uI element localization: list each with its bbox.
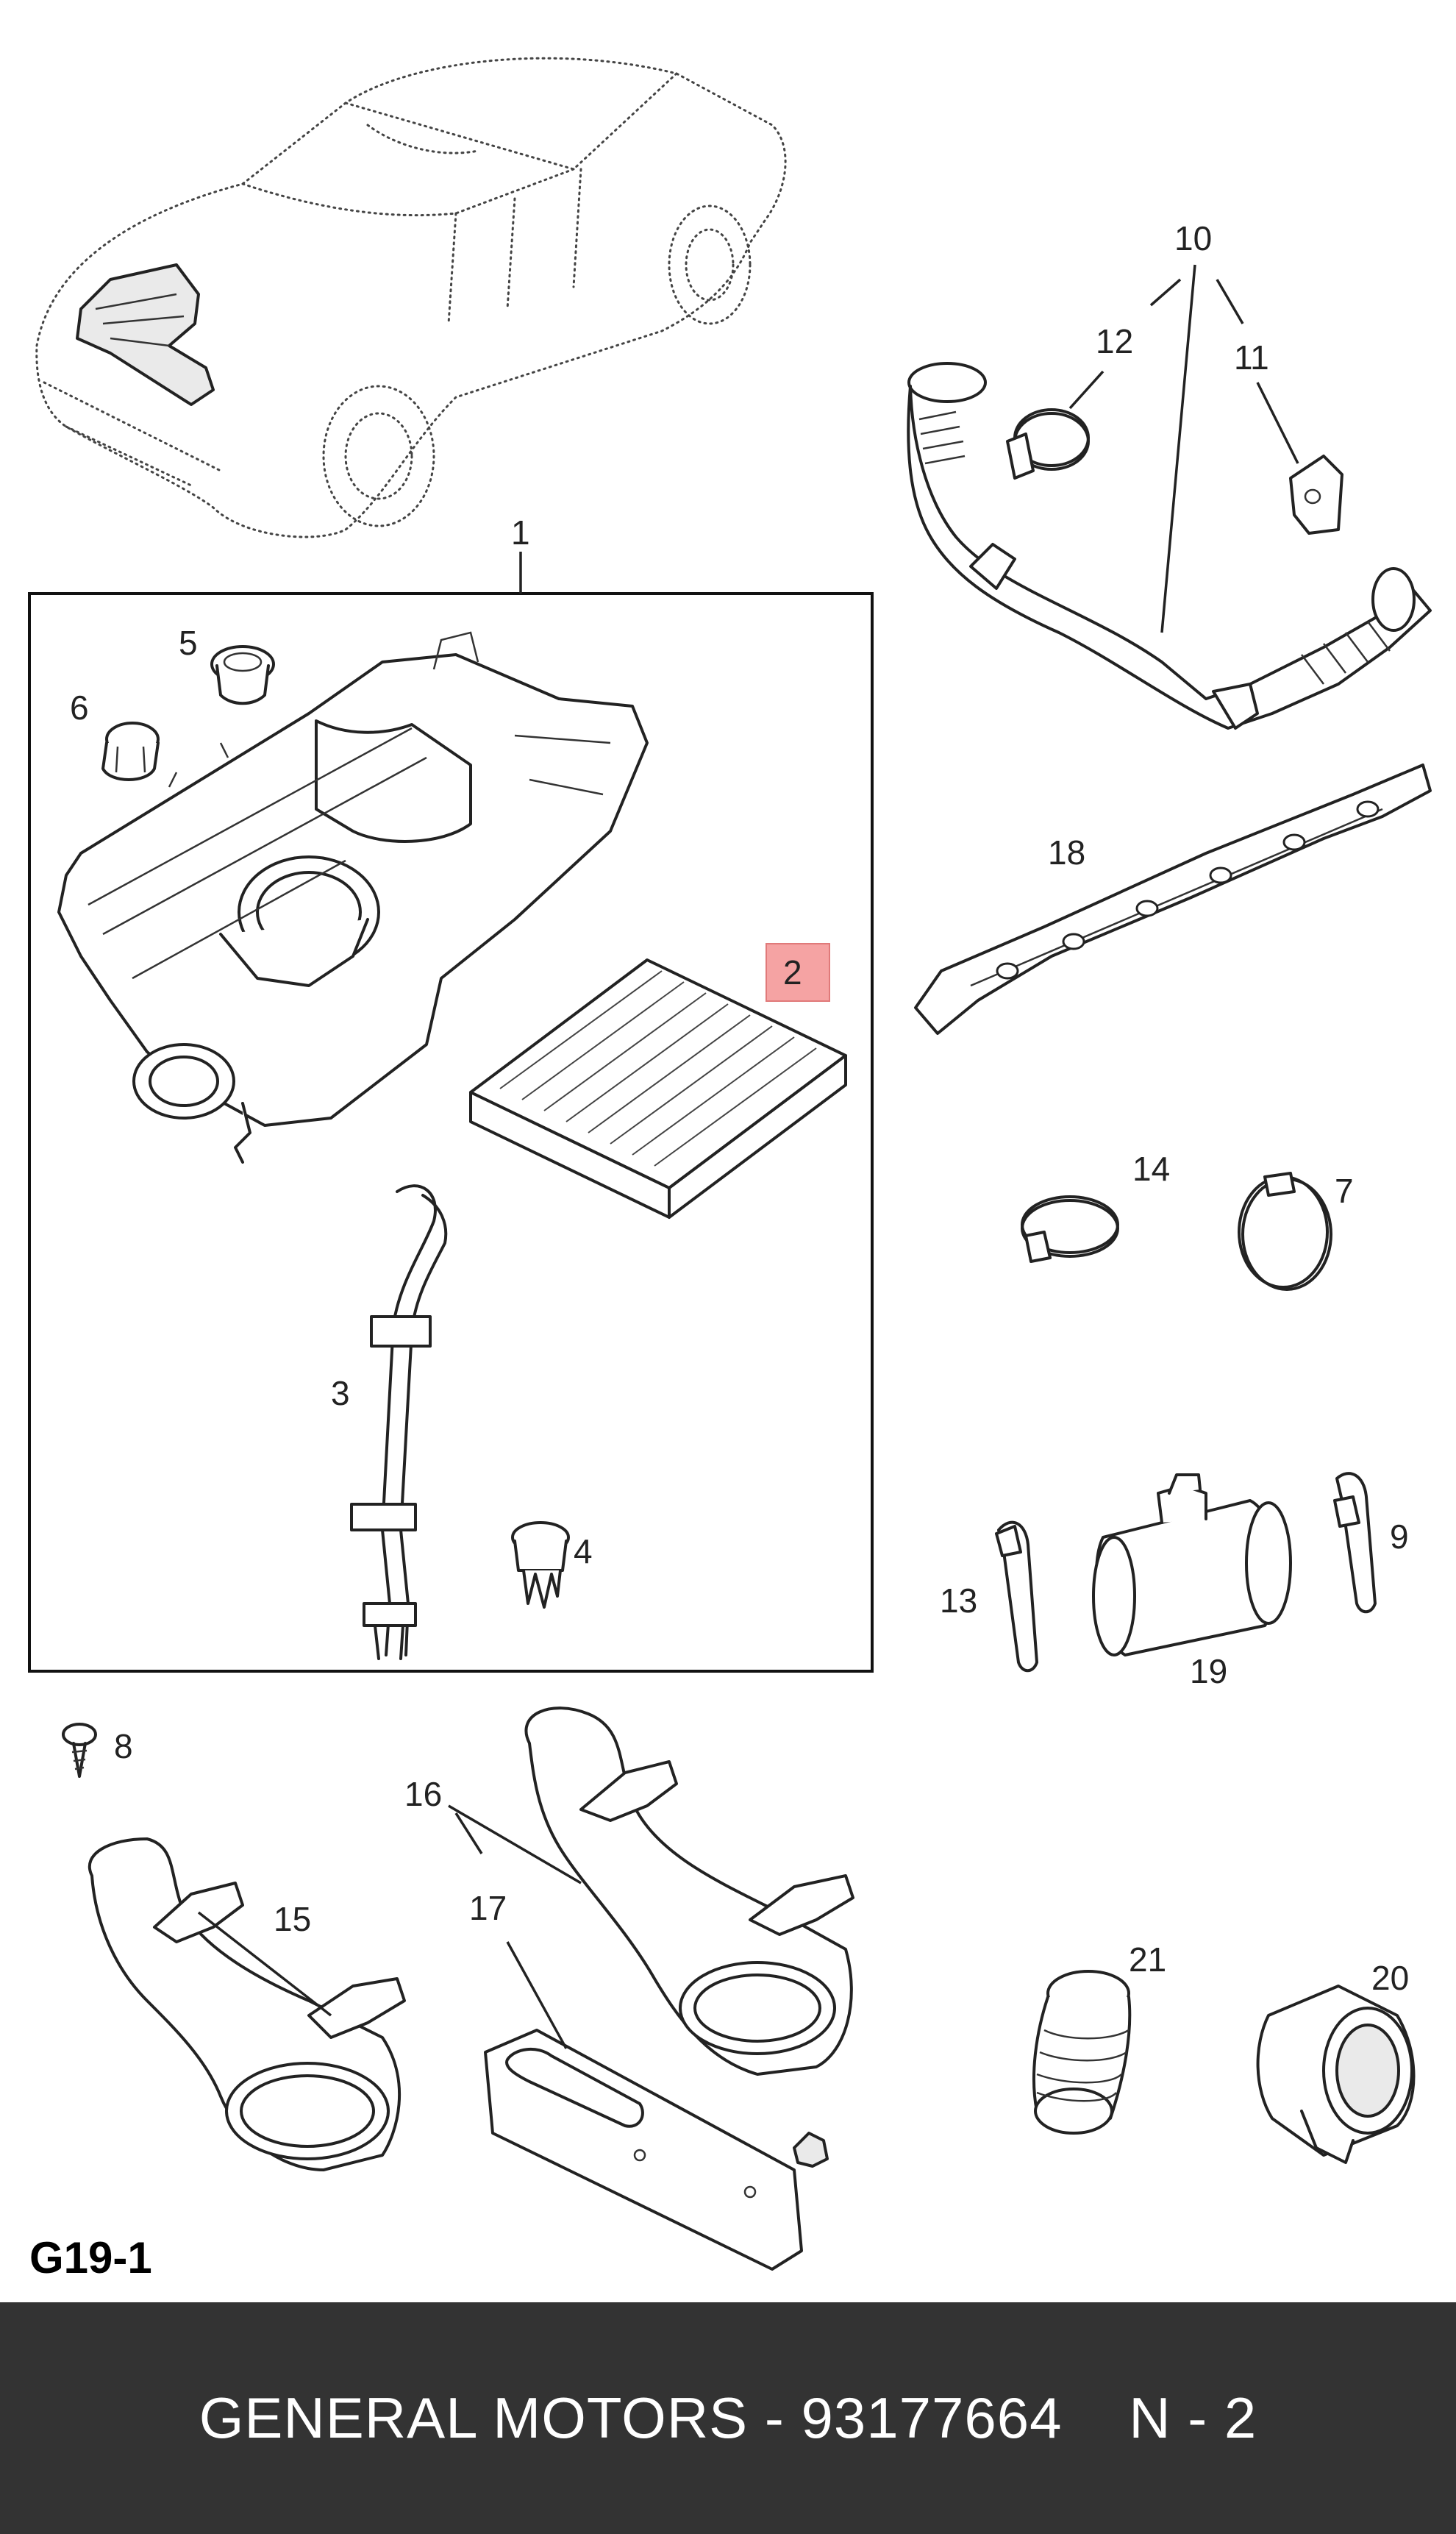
callout-17: 17	[469, 1889, 507, 1927]
airflow-sensor-part-20	[1256, 1985, 1416, 2164]
callout-20: 20	[1371, 1959, 1409, 1997]
screw-part-8	[62, 1723, 97, 1778]
callout-10: 10	[1174, 219, 1212, 257]
band-clamp-part-9	[1333, 1472, 1377, 1614]
fastener-detail	[793, 2132, 829, 2168]
callout-8: 8	[114, 1727, 133, 1765]
callout-21: 21	[1129, 1940, 1166, 1979]
callout-4: 4	[574, 1532, 593, 1570]
callout-6: 6	[70, 688, 89, 727]
callout-3: 3	[331, 1374, 350, 1412]
highlight-marker-part-2	[766, 943, 830, 1002]
callout-1: 1	[511, 513, 530, 552]
seal-plate-part-17	[454, 1812, 803, 2271]
callout-15: 15	[274, 1900, 311, 1938]
nut-clip-part-11	[1256, 382, 1343, 535]
hose-clamp-part-14	[1021, 1195, 1119, 1263]
callout-5: 5	[179, 624, 198, 662]
callout-14: 14	[1132, 1150, 1170, 1188]
callout-18: 18	[1048, 833, 1085, 872]
footer-text: GENERAL MOTORS - 93177664 N - 2	[199, 2385, 1257, 2450]
hose-clamp-part-7	[1238, 1172, 1332, 1291]
clip-part-4	[511, 1521, 570, 1609]
callout-13: 13	[940, 1581, 977, 1620]
band-clamp-part-13	[995, 1520, 1038, 1673]
air-filter-element-part-2	[469, 958, 847, 1219]
footer-banner: GENERAL MOTORS - 93177664 N - 2	[0, 2302, 1456, 2534]
mass-airflow-housing-part-19	[1092, 1473, 1292, 1656]
rubber-bellow-part-21	[1032, 1970, 1132, 2135]
air-duct-part-15	[88, 1837, 406, 2171]
vehicle-outline-illustration	[35, 57, 787, 538]
grommet-part-5	[210, 645, 275, 705]
intake-duct-part-10	[907, 264, 1432, 730]
callout-7: 7	[1335, 1172, 1354, 1210]
callout-16: 16	[404, 1775, 442, 1813]
air-duct-part-16	[448, 1706, 854, 2076]
crankcase-vent-hose-part-3	[350, 1184, 448, 1660]
parts-diagram: 1 2 3 4 5 6 7 8 9 10 11 12 13 14 15 16 1…	[28, 57, 1432, 2282]
grommet-part-6	[101, 722, 160, 781]
callout-labels: 1 2 3 4 5 6 7 8 9 10 11 12 13 14 15 16 1…	[70, 219, 1409, 1997]
callout-2: 2	[783, 953, 802, 992]
callout-9: 9	[1390, 1517, 1409, 1556]
assembly-box-part-1	[28, 552, 874, 1673]
callout-11: 11	[1234, 338, 1269, 377]
callout-12: 12	[1096, 322, 1133, 360]
callout-19: 19	[1190, 1652, 1227, 1690]
air-cleaner-housing-part	[57, 631, 649, 1164]
hose-clamp-part-12	[1006, 370, 1105, 480]
diagram-reference-code: G19-1	[29, 2233, 152, 2282]
bracket-part-18	[914, 764, 1432, 1035]
